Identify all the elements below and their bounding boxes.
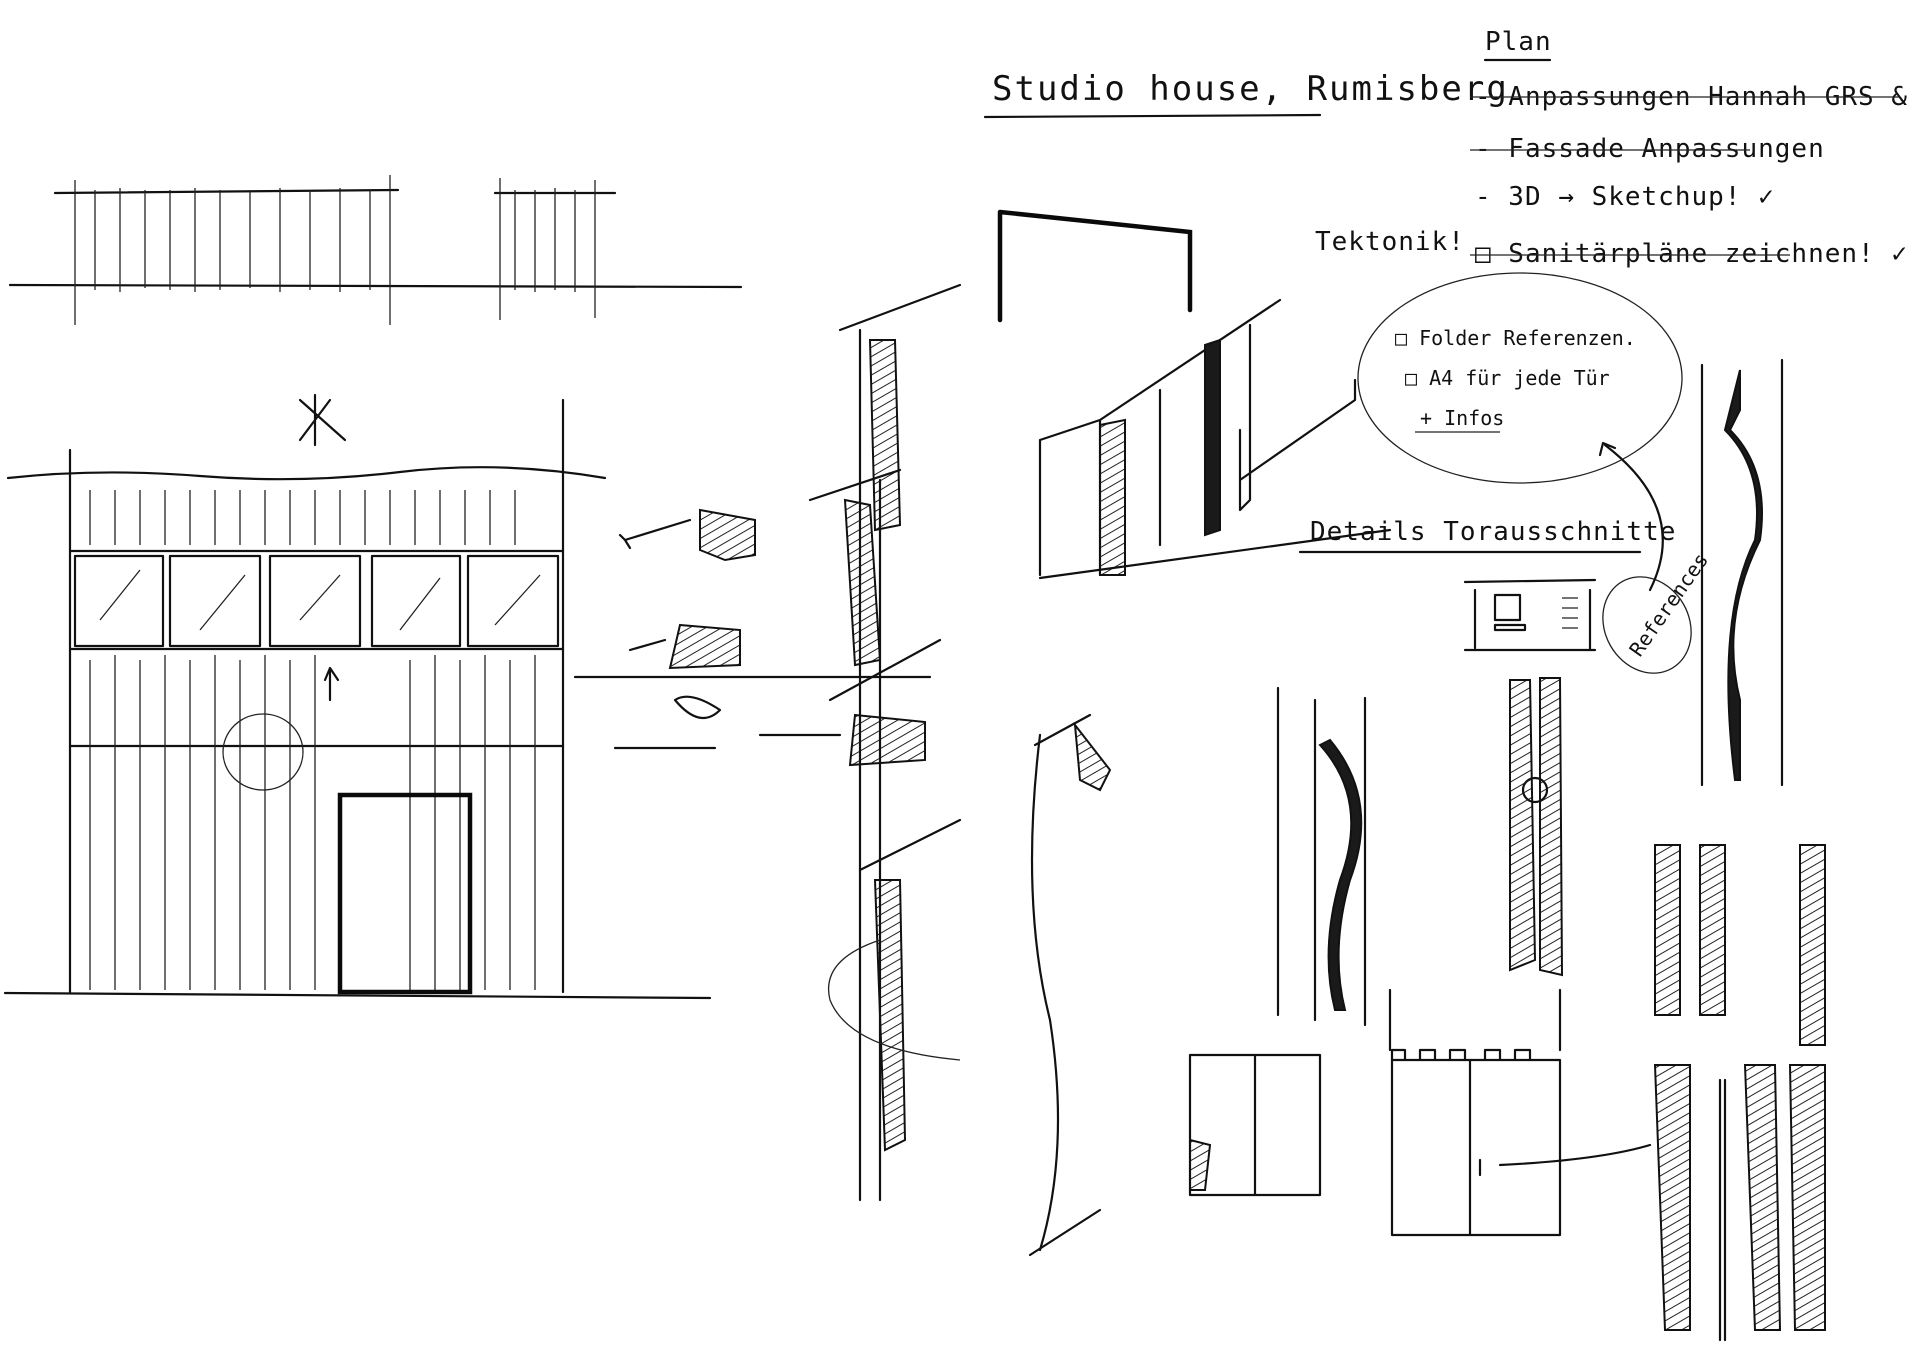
plan-item: - Fassade Anpassungen <box>1475 134 1825 164</box>
wall-section-sketch <box>808 283 962 1202</box>
references-label: References <box>1624 548 1713 660</box>
plan-item: □ Sanitärpläne zeichnen! ✓ <box>1475 239 1908 269</box>
facade-elevation-sketch <box>3 393 712 1000</box>
door-profile-details <box>1276 358 1826 1342</box>
circle-note: + Infos <box>1420 406 1504 430</box>
bottom-sketches <box>1028 713 1652 1257</box>
plan-list: Plan - Anpassungen Hannah GRS & ANStimme… <box>1315 27 1920 269</box>
plan-item: - 3D → Sketchup! ✓ <box>1475 182 1775 212</box>
profile-details <box>573 508 932 767</box>
plan-heading: Plan <box>1485 27 1552 57</box>
sheet-title: Studio house, Rumisberg <box>992 69 1509 109</box>
circle-note: □ Folder Referenzen. <box>1395 326 1636 350</box>
window-row <box>73 554 560 648</box>
title-block: Studio house, Rumisberg <box>983 69 1509 119</box>
circle-note: □ A4 für jede Tür <box>1405 366 1610 390</box>
todo-ellipse: □ Folder Referenzen. □ A4 für jede Tür +… <box>1357 272 1683 484</box>
tektonik-note: Tektonik! <box>1315 227 1465 257</box>
details-heading: Details Torausschnitte <box>1310 517 1676 547</box>
door <box>337 792 473 995</box>
top-elevation-sketch <box>8 175 743 325</box>
perspective-sketch <box>997 209 1392 580</box>
door-reference-sketch: References <box>1463 441 1713 674</box>
